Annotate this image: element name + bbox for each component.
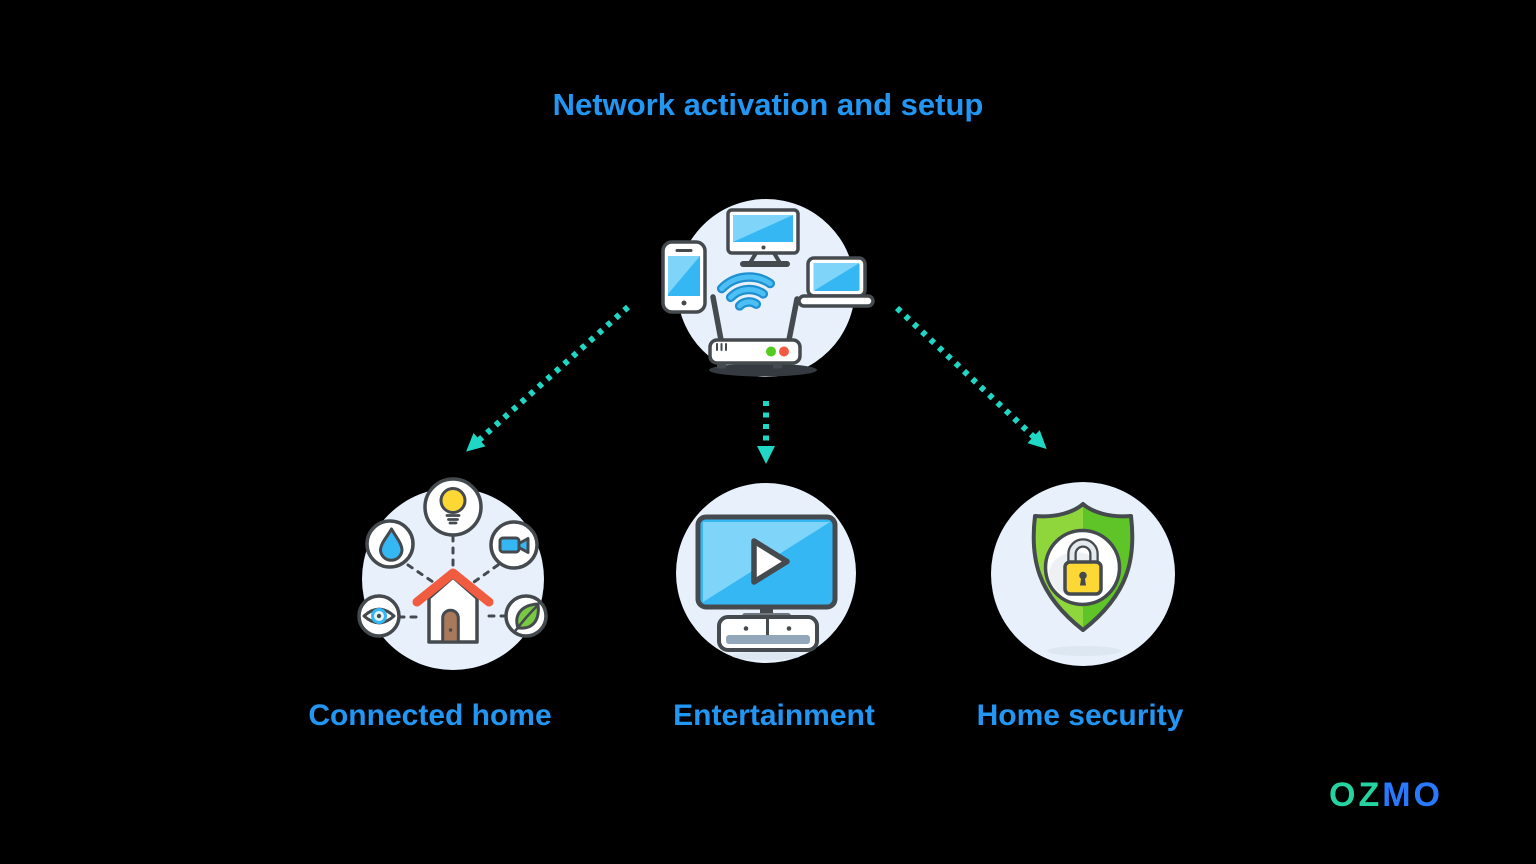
- entertainment-label: Entertainment: [673, 699, 875, 732]
- water-drop-icon: [365, 519, 415, 569]
- play-icon: [751, 538, 790, 585]
- media-console: [717, 615, 819, 652]
- shield-shadow: [1047, 646, 1121, 656]
- connector-dashes: [397, 534, 509, 619]
- connected-home-label: Connected home: [308, 699, 552, 732]
- tv-shadow: [732, 652, 800, 660]
- tv-play-icon: [676, 483, 856, 663]
- wifi-icon: [716, 272, 775, 311]
- laptop-icon: [797, 256, 875, 308]
- router-icon: [708, 294, 802, 369]
- devices-wifi-router-icon: [661, 199, 875, 377]
- house-icon: [412, 568, 494, 644]
- shield-lock-icon: [991, 482, 1175, 666]
- eye-icon: [357, 594, 401, 638]
- smartphone-icon: [661, 240, 707, 314]
- smart-home-icon: [357, 477, 548, 670]
- tv-screen: [695, 514, 838, 621]
- logo-part-teal: OZ: [1329, 776, 1383, 814]
- arrow-to-home-security: [894, 305, 1047, 449]
- router-led-red: [779, 346, 789, 357]
- padlock-icon: [1063, 538, 1103, 596]
- keyhole: [1079, 571, 1087, 580]
- page-title: Network activation and setup: [552, 87, 984, 122]
- monitor-icon: [726, 208, 800, 267]
- hub-shadow: [709, 363, 817, 377]
- ozmo-logo: OZMO: [1329, 776, 1443, 815]
- lightbulb-icon: [423, 477, 483, 537]
- logo-part-blue: MO: [1382, 776, 1443, 814]
- leaf-icon: [504, 594, 548, 638]
- video-camera-icon: [489, 520, 539, 570]
- arrow-to-connected-home: [466, 304, 630, 452]
- home-security-label: Home security: [976, 699, 1184, 732]
- router-led-green: [766, 346, 776, 357]
